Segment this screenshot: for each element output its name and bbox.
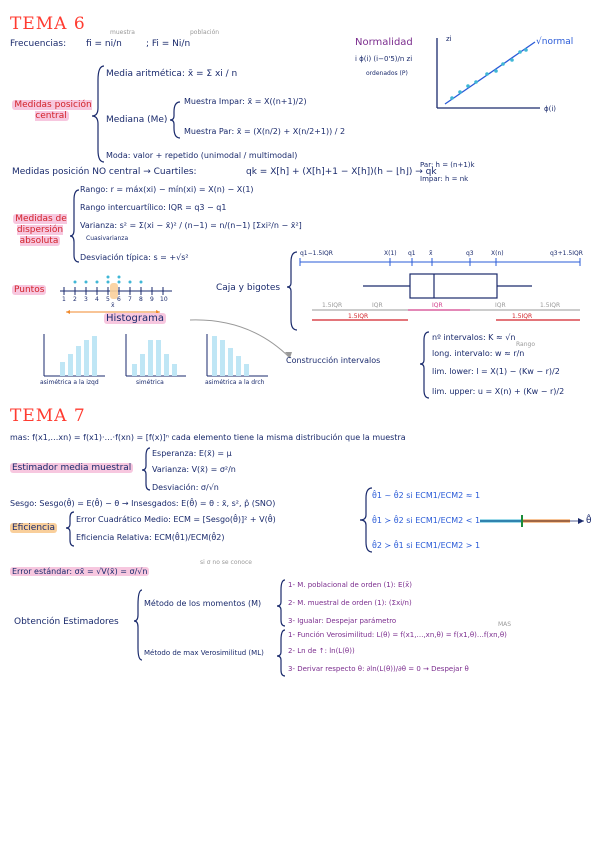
dot-tick-5: 5: [106, 296, 110, 303]
medidas-no-central: Medidas posición NO central → Cuartiles:: [12, 167, 197, 177]
box-med: x̃: [429, 250, 433, 257]
cmp-theta2-better: θ̂2 ≻ θ̂1 si ECM1/ECM2 > 1: [372, 541, 481, 550]
n-intervalos: nº intervalos: K ≈ √n: [432, 333, 516, 342]
histograma-label: Histograma: [104, 313, 167, 324]
ecm: Error Cuadrático Medio: ECM = [Sesgo(θ̂)…: [76, 515, 276, 524]
box-q3: q3: [466, 250, 474, 257]
desviacion-tipica: Desviación típica: s = +√s²: [80, 253, 189, 262]
impar-h: Impar: h = nk: [420, 175, 469, 183]
mas-tag: MAS: [498, 621, 512, 628]
theta-line: [480, 515, 584, 527]
dot-plot: [60, 275, 172, 314]
tema7-title: TEMA 7: [10, 406, 86, 426]
frecuencias-label: Frecuencias:: [10, 39, 67, 49]
dot-tick-6: 6: [117, 296, 121, 303]
cuasivarianza: Cuasivarianza: [86, 235, 129, 242]
puntos-label: Puntos: [12, 285, 47, 295]
verosimilitud-step-1: 1- Función Verosimilitud: L(θ) = f(x1,…,…: [288, 631, 507, 639]
tema6-title: TEMA 6: [10, 14, 86, 34]
dot-xbar: x̄: [111, 302, 115, 309]
cmp-equal: θ̂1 ~ θ̂2 si ECM1/ECM2 ≈ 1: [372, 491, 481, 500]
lim-upper: lim. upper: u = X(n) + (Kw − r)/2: [432, 387, 565, 396]
lim-lower: lim. lower: l = X(1) − (Kw − r)/2: [432, 367, 560, 376]
cmp-theta1-better: θ̂1 ≻ θ̂2 si ECM1/ECM2 < 1: [372, 516, 481, 525]
rango-intercuartilico: Rango intercuartílico: IQR = q3 − q1: [80, 203, 227, 212]
dot-tick-10: 10: [160, 296, 168, 303]
momentos-step-2: 2- M. muestral de orden (1): (Σxi/n): [288, 599, 412, 607]
box-q1: q1: [408, 250, 416, 257]
iqr-red-1: 1.5IQR: [348, 313, 369, 320]
hist-label-right: asimétrica a la drch: [205, 379, 265, 386]
mas-definition: mas: f(x1,…xn) = f(x1)·…·f(xn) = [f(x)]ⁿ…: [10, 433, 406, 442]
desviacion-media: Desviación: σ/√n: [152, 483, 219, 492]
metodo-verosimilitud: Método de max Verosimilitud (ML): [144, 649, 264, 657]
caja-bigotes-label: Caja y bigotes: [216, 283, 281, 293]
box-q1-15: q1−1.5IQR: [300, 250, 333, 257]
media-aritmetica: Media aritmética: x̄ = Σ xi / n: [106, 69, 238, 79]
iqr-red-2: 1.5IQR: [512, 313, 533, 320]
dot-tick-8: 8: [139, 296, 143, 303]
histograms: [43, 319, 292, 377]
axis-x-label: ϕ(i): [544, 105, 557, 113]
estimador-media: Estimador media muestral: [10, 463, 134, 473]
medidas-posicion-central: Medidas posición central: [12, 100, 92, 121]
si-sigma-note: si σ no se conoce: [200, 559, 252, 566]
dot-tick-9: 9: [150, 296, 154, 303]
dot-tick-2: 2: [73, 296, 77, 303]
iqr-label-1: 1.5IQR: [322, 302, 343, 309]
normalidad-formula: i ϕ(i) (i−0'5)/n zi: [355, 55, 413, 63]
momentos-step-3: 3- Igualar: Despejar parámetro: [288, 617, 397, 625]
verosimilitud-step-2: 2- Ln de ↑: ln(L(θ)): [288, 647, 355, 655]
eficiencia-label: Eficiencia: [10, 523, 58, 533]
verosimilitud-step-3: 3- Derivar respecto θ: ∂ln(L(θ))/∂θ = 0 …: [288, 665, 469, 673]
normality-plot: [436, 38, 540, 109]
boxplot: [299, 258, 581, 321]
iqr-label-5: 1.5IQR: [540, 302, 561, 309]
freq-fi: fi = ni/n: [86, 39, 122, 49]
dot-tick-1: 1: [62, 296, 66, 303]
rango-tag: Rango: [516, 341, 535, 348]
muestra-note: muestra: [110, 29, 135, 36]
box-xn: X(n): [491, 250, 504, 257]
poblacion-note: población: [190, 29, 220, 36]
normal-line-label: √normal: [536, 37, 574, 47]
metodo-momentos: Método de los momentos (M): [144, 599, 262, 608]
moda: Moda: valor + repetido (unimodal / multi…: [106, 151, 298, 160]
rango: Rango: r = máx(xi) − mín(xi) = X(n) − X(…: [80, 185, 254, 194]
obtencion-estimadores: Obtención Estimadores: [14, 617, 119, 627]
axis-y-label: zi: [446, 35, 452, 43]
sesgo: Sesgo: Sesgo(θ̂) = E(θ̂) − θ → Insesgado…: [10, 499, 276, 508]
mediana: Mediana (Me): [106, 115, 168, 125]
hist-label-left: asimétrica a la izqd: [40, 379, 99, 386]
eficiencia-relativa: Eficiencia Relativa: ECM(θ̂1)/ECM(θ̂2): [76, 533, 225, 542]
iqr-label-3: IQR: [432, 302, 443, 309]
momentos-step-1: 1- M. poblacional de orden (1): E(x̄): [288, 581, 413, 589]
varianza: Varianza: s² = Σ(xi − x̄)² / (n−1) = n/(…: [80, 221, 302, 230]
theta-hat-label: θ̂: [586, 516, 592, 526]
varianza-media: Varianza: V(x̄) = σ²/n: [152, 465, 236, 474]
box-q3-15: q3+1.5IQR: [550, 250, 583, 257]
box-x1: X(1): [384, 250, 397, 257]
brace-lines: [69, 65, 430, 399]
iqr-label-2: IQR: [372, 302, 383, 309]
freq-Fi: ; Fi = Ni/n: [146, 39, 191, 49]
cuartil-formula: qk = X[h] + (X[h]+1 − X[h])(h − ⌊h⌋) → q…: [246, 167, 437, 177]
muestra-impar: Muestra Impar: x̃ = X((n+1)/2): [184, 97, 307, 106]
medidas-dispersion: Medidas de dispersión absoluta: [13, 214, 67, 246]
ordenados-note: ordenados (P): [366, 70, 408, 77]
iqr-label-4: IQR: [495, 302, 506, 309]
long-intervalo: long. intervalo: w ≈ r/n: [432, 349, 525, 358]
muestra-par: Muestra Par: x̃ = (X(n/2) + X(n/2+1)) / …: [184, 127, 346, 136]
dot-tick-7: 7: [128, 296, 132, 303]
hist-label-center: simétrica: [136, 379, 164, 386]
error-estandar: Error estándar: σx̄ = √V(x̄) = σ/√n: [10, 567, 150, 576]
construccion-intervalos: Construcción intervalos: [286, 356, 381, 365]
esperanza: Esperanza: E(x̄) = μ: [152, 449, 232, 458]
dot-tick-4: 4: [95, 296, 99, 303]
par-h: Par: h = (n+1)k: [420, 161, 475, 169]
normalidad-label: Normalidad: [355, 37, 413, 48]
dot-tick-3: 3: [84, 296, 88, 303]
